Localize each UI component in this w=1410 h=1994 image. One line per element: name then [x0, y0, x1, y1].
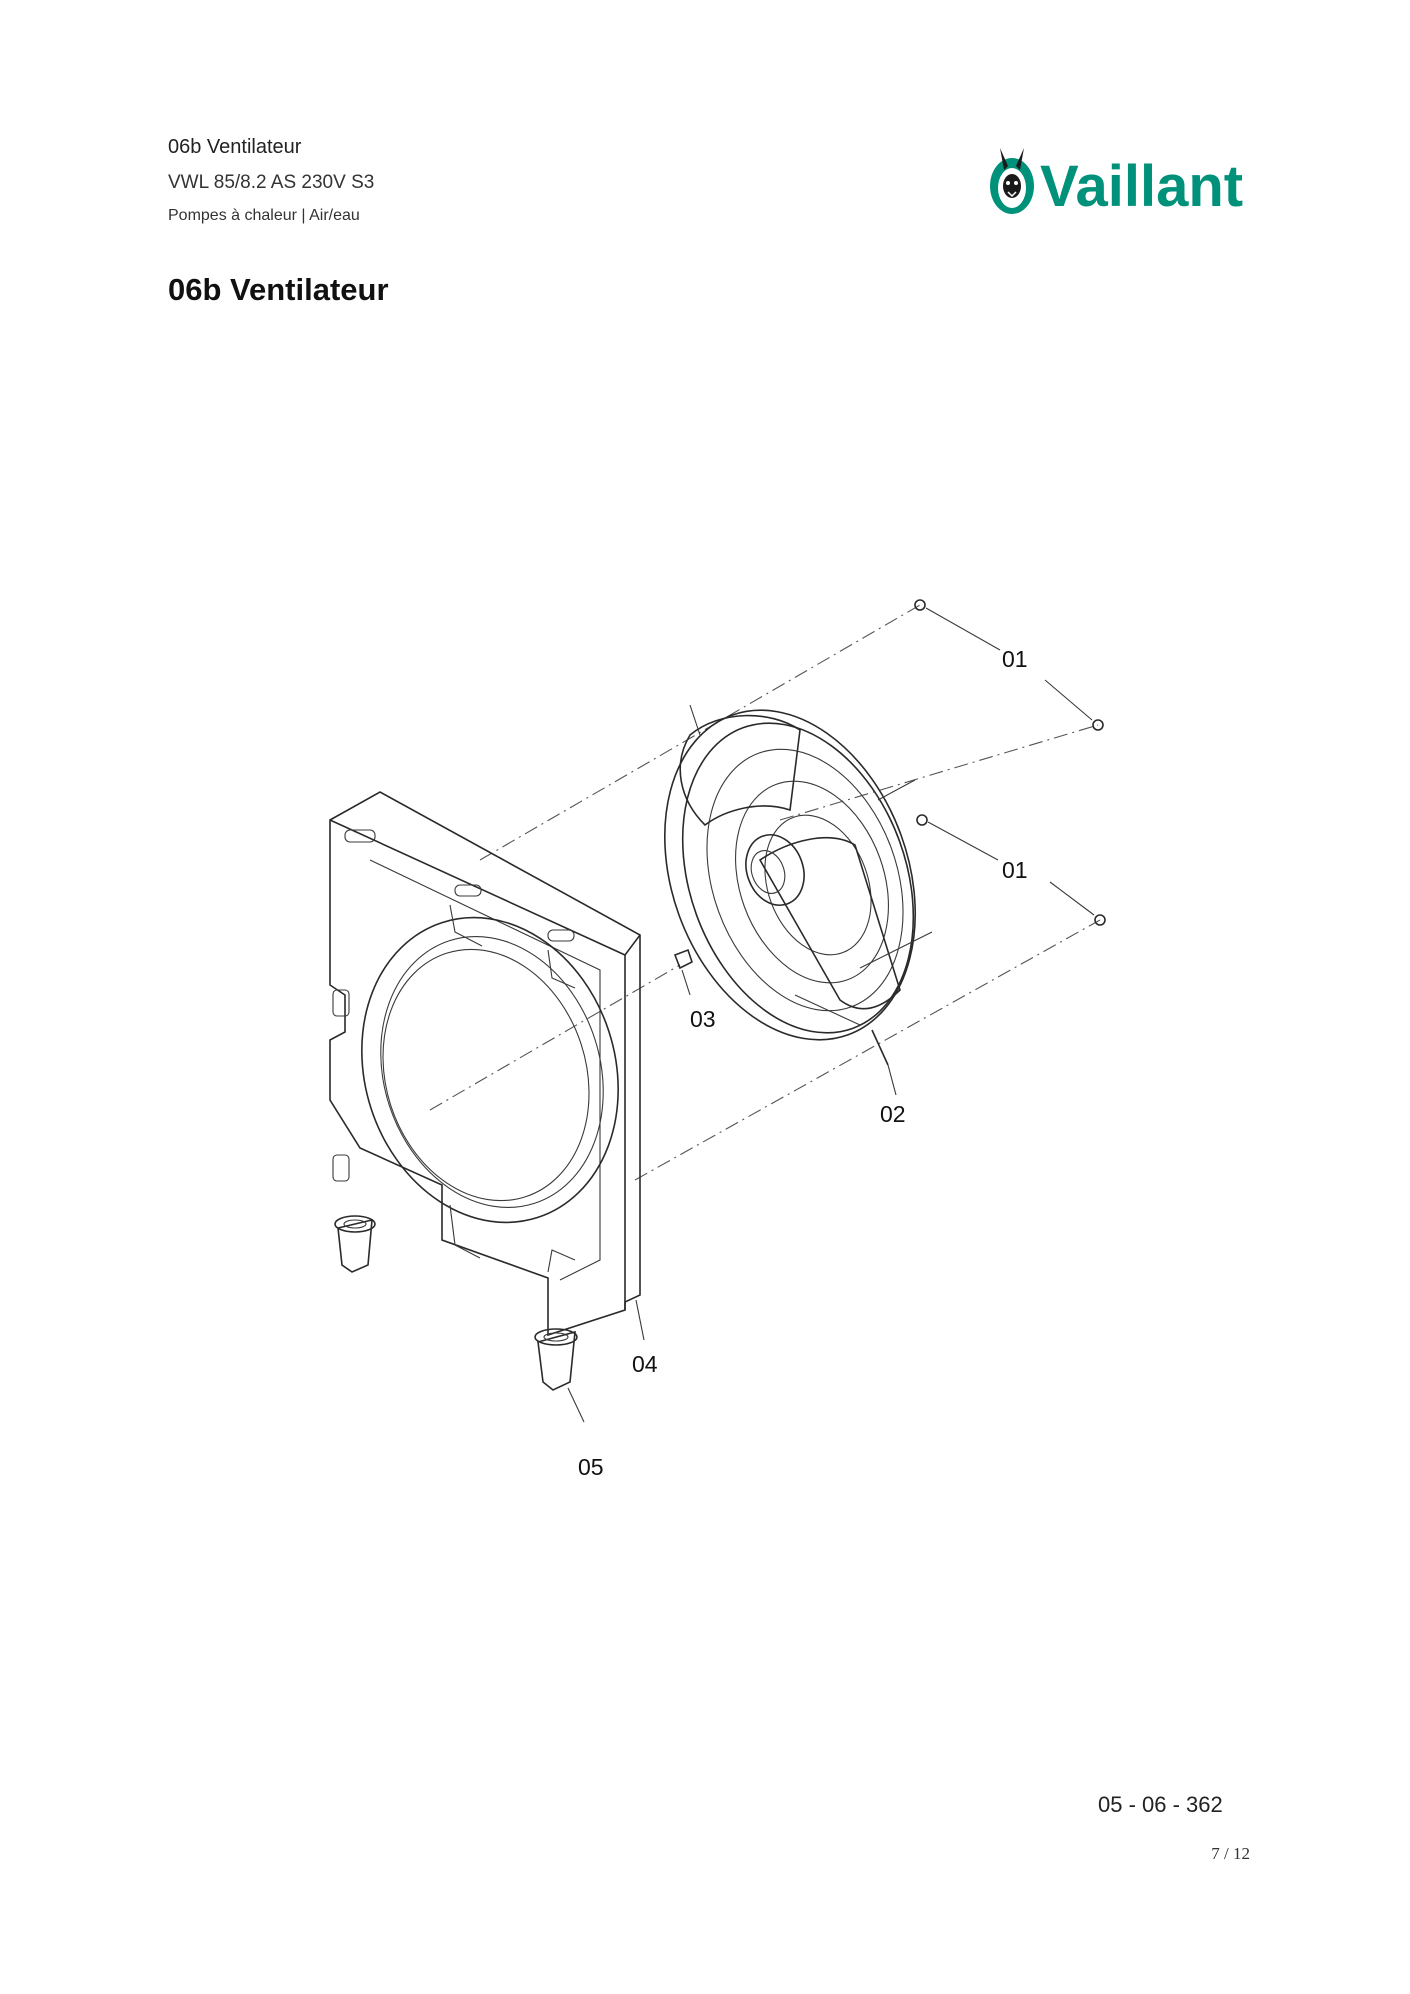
header-section: 06b Ventilateur — [168, 136, 302, 158]
fan-assembly — [663, 704, 933, 1041]
frame-leader — [635, 1299, 645, 1341]
hex-nut — [673, 948, 693, 996]
drawing-code: 05 - 06 - 362 — [1098, 1792, 1223, 1817]
exploded-view-diagram: 01 01 03 02 04 05 — [329, 599, 1106, 1480]
callout-01-mid: 01 — [1002, 857, 1028, 883]
callout-01-top: 01 — [1002, 646, 1028, 672]
rubber-feet — [334, 1215, 578, 1391]
fan-screws — [914, 599, 1106, 926]
header-model: VWL 85/8.2 AS 230V S3 — [168, 172, 375, 193]
header-category: Pompes à chaleur | Air/eau — [168, 207, 360, 224]
mounting-frame — [329, 791, 641, 1337]
callout-03: 03 — [690, 1006, 716, 1032]
callout-04: 04 — [632, 1351, 658, 1377]
assembly-lines — [429, 604, 1101, 1181]
page-number: 7 / 12 — [1211, 1844, 1250, 1863]
brand-wordmark: Vaillant — [1040, 154, 1243, 219]
feet-leader — [567, 1387, 585, 1423]
hare-icon — [990, 148, 1034, 214]
callout-02: 02 — [880, 1101, 906, 1127]
vaillant-logo: Vaillant — [990, 148, 1243, 219]
page-title: 06b Ventilateur — [168, 272, 389, 307]
cable-tie — [871, 1029, 897, 1096]
callout-05: 05 — [578, 1454, 604, 1480]
